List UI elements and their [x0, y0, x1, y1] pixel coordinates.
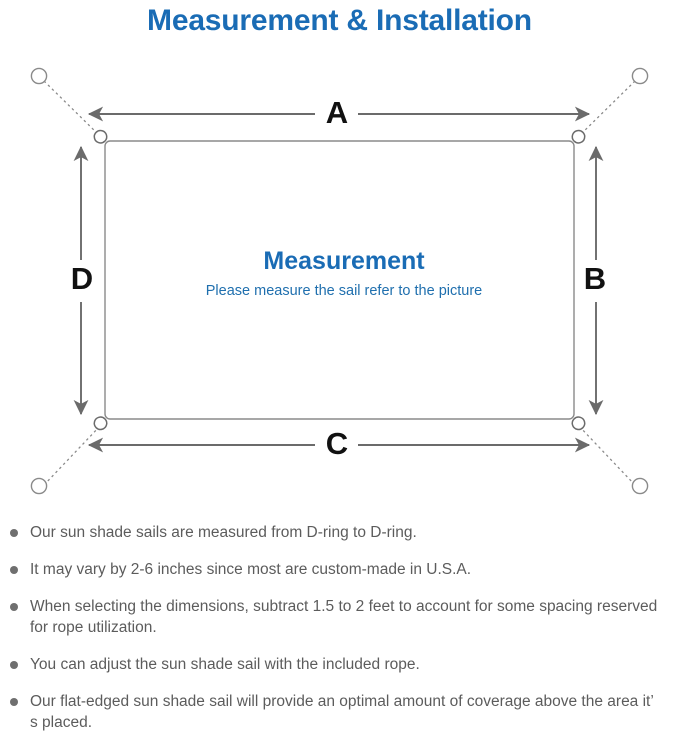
dimension-c-label: C: [326, 426, 348, 461]
anchor-rings: [30, 67, 649, 495]
note-text: It may vary by 2-6 inches since most are…: [30, 561, 472, 578]
bullet-icon: [10, 529, 18, 537]
d-ring-bottom-right: [571, 416, 586, 431]
note-text: Our flat-edged sun shade sail will provi…: [30, 693, 654, 731]
d-ring-bottom-left: [93, 416, 108, 431]
d-rings: [93, 129, 586, 431]
note-text: You can adjust the sun shade sail with t…: [30, 656, 420, 673]
rope-top-left: [43, 80, 102, 138]
dimension-a: A: [87, 95, 591, 130]
page-title: Measurement & Installation: [147, 4, 532, 37]
notes-list: Our sun shade sails are measured from D-…: [0, 522, 679, 733]
d-ring-top-right: [571, 129, 586, 144]
bullet-icon: [10, 661, 18, 669]
note-text: When selecting the dimensions, subtract …: [30, 598, 658, 636]
rope-bottom-left: [43, 424, 102, 486]
bullet-icon: [10, 566, 18, 574]
note-text: Our sun shade sails are measured from D-…: [30, 524, 417, 541]
dimension-b-label: B: [584, 261, 606, 296]
list-item: It may vary by 2-6 inches since most are…: [10, 559, 665, 580]
rope-bottom-right: [577, 424, 636, 486]
anchor-ring-top-left: [30, 67, 48, 85]
list-item: When selecting the dimensions, subtract …: [10, 596, 665, 638]
d-ring-top-left: [93, 129, 108, 144]
measurement-diagram: A C D B Measurement Please measure the s…: [0, 44, 679, 514]
anchor-ring-bottom-right: [631, 477, 649, 495]
list-item: Our sun shade sails are measured from D-…: [10, 522, 665, 543]
dimension-d-label: D: [71, 261, 93, 296]
dimension-c: C: [87, 426, 591, 461]
rope-top-right: [577, 80, 636, 138]
rope-lines: [43, 80, 636, 486]
dimension-d: D: [71, 145, 93, 416]
anchor-ring-top-right: [631, 67, 649, 85]
dimension-b: B: [584, 145, 606, 416]
dimension-a-label: A: [326, 95, 348, 130]
list-item: You can adjust the sun shade sail with t…: [10, 654, 665, 675]
sail-rectangle: [104, 140, 575, 420]
diagram-center-subtitle: Please measure the sail refer to the pic…: [206, 283, 482, 299]
bullet-icon: [10, 603, 18, 611]
bullet-icon: [10, 698, 18, 706]
diagram-center-title: Measurement: [263, 247, 425, 275]
list-item: Our flat-edged sun shade sail will provi…: [10, 691, 665, 733]
anchor-ring-bottom-left: [30, 477, 48, 495]
